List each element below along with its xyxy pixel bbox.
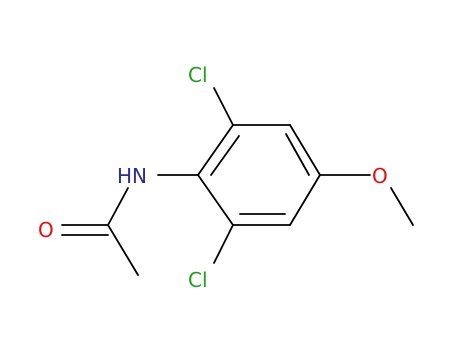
ring-bond-c3-c4 [289,124,321,176]
bond-o-ch3 [390,187,414,226]
ring-bond-c6-c1 [197,174,234,226]
ring-bond-c4-c5 [289,174,321,226]
bond-c6-cl [213,224,234,264]
ring-double-bond-inner-2 [285,133,310,176]
bonds [61,87,414,276]
atom-label-carbonyl-o: O [38,218,54,242]
bond-n-carbonyl-c [107,187,129,226]
atom-label-cl-top: Cl [188,63,208,87]
atom-label-methoxy-o: O [372,164,388,188]
atom-label-nh: HN [117,164,147,188]
atom-label-cl-bottom: Cl [188,268,208,292]
ring-bond-c1-c2 [197,124,234,176]
bond-c2-cl [213,87,234,126]
ring-double-bond-inner-1 [210,135,240,176]
bond-carbonyl-c-ch3 [107,224,139,276]
